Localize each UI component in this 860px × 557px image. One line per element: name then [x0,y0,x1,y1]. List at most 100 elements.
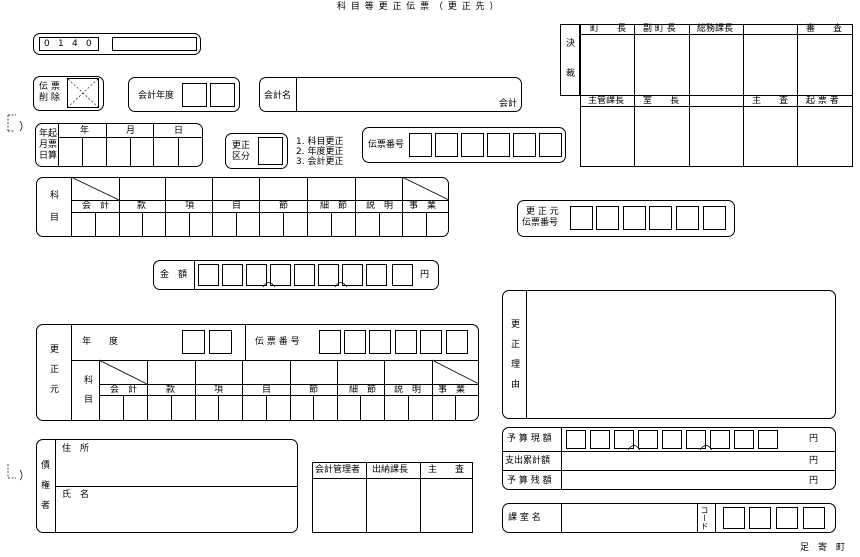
fiscal-year-cell[interactable] [182,83,207,107]
approval-side-label: 裁 [566,69,576,79]
footer-town: 足 寄 町 [800,543,846,553]
cross-mark-icon [67,78,99,108]
department-label: 課 室 名 [508,513,541,523]
budget-digit-cell[interactable] [734,430,754,449]
doc-digit: 0 [86,39,92,49]
approval-side-label: 決 [566,39,576,49]
diagonal-icon [431,359,480,385]
correction-type-label: 区分 [232,152,251,162]
budget-row-label: 予 算 残 額 [507,476,552,486]
code-digit-cell[interactable] [776,507,798,529]
voucher-digit-cell[interactable] [409,133,432,157]
original-voucher-no-cell[interactable] [319,330,341,354]
original-col-jigyou: 事 業 [438,385,466,395]
diagonal-icon [401,176,450,201]
code-digit-cell[interactable] [803,507,825,529]
correction-type-label: 更正 [232,141,251,151]
subject-table [36,177,449,237]
voucher-digit-cell[interactable] [487,133,510,157]
original-year-cell[interactable] [182,330,205,354]
amount-group [153,260,439,290]
voucher-digit-cell[interactable] [539,133,562,157]
original-voucher-no-cell[interactable] [420,330,442,354]
binding-mark-icon [7,464,23,481]
date-label: 日算 [39,151,58,161]
voucher-number-label: 伝票番号 [368,140,405,150]
reason-box[interactable] [502,290,836,419]
account-name-group [259,77,522,112]
original-voucher-no-label: 伝 票 番 号 [255,337,300,347]
original-voucher-cell[interactable] [676,206,699,230]
budget-unit: 円 [809,476,819,486]
reason-side-label: 理 [511,360,521,370]
original-subject-side: 目 [84,395,94,405]
amount-digit-cell[interactable] [392,264,413,286]
amount-digit-cell[interactable] [318,264,339,286]
date-label: 月票 [39,140,58,150]
approval-header-issuer: 起 票 者 [806,96,839,106]
subject-side-label: 目 [50,213,60,223]
approval-header-review: 審 査 [806,24,843,34]
doc-id-field[interactable] [112,37,197,51]
correction-type-input[interactable] [258,137,283,165]
signoff-grid [312,462,473,533]
year-label: 年 [80,126,90,136]
original-voucher-cell[interactable] [596,206,619,230]
budget-digit-cell[interactable] [662,430,682,449]
original-voucher-no-cell[interactable] [369,330,391,354]
voucher-number-group [362,127,566,163]
original-voucher-cell[interactable] [623,206,646,230]
budget-digit-cell[interactable] [758,430,778,449]
subject-col-account: 会 計 [82,201,110,211]
budget-digit-cell[interactable] [686,430,706,449]
code-digit-cell[interactable] [723,507,745,529]
correction-type-group [225,133,288,169]
original-voucher-cell[interactable] [570,206,593,230]
doc-number-group [33,33,201,55]
amount-digit-cell[interactable] [246,264,267,286]
correction-option: 2. 年度更正 [296,147,344,157]
signoff-header-chief: 主 査 [428,465,465,475]
budget-digit-cell[interactable] [638,430,658,449]
department-box [502,503,836,533]
fiscal-year-cell[interactable] [210,83,235,107]
code-digit-cell[interactable] [749,507,771,529]
original-voucher-no-cell[interactable] [344,330,366,354]
budget-digit-cell[interactable] [614,430,634,449]
subject-col-kou: 項 [185,201,195,211]
original-block [36,324,479,421]
amount-digit-cell[interactable] [198,264,219,286]
amount-digit-cell[interactable] [222,264,243,286]
budget-unit: 円 [809,434,819,444]
original-year-cell[interactable] [209,330,232,354]
original-voucher-cell[interactable] [703,206,726,230]
voucher-digit-cell[interactable] [461,133,484,157]
original-subject-side: 科 [84,376,94,386]
budget-digit-cell[interactable] [590,430,610,449]
original-voucher-cell[interactable] [649,206,672,230]
amount-digit-cell[interactable] [342,264,363,286]
subject-col-jigyou: 事 業 [409,201,437,211]
original-col-saisetsu: 細 節 [349,385,377,395]
original-col-setsumei: 説 明 [394,385,422,395]
creditor-side-label: 債 [41,461,51,471]
approval-header-manager: 主管課長 [588,96,625,106]
comma-mark-icon [334,282,348,288]
voucher-digit-cell[interactable] [435,133,458,157]
budget-digit-cell[interactable] [710,430,730,449]
amount-digit-cell[interactable] [270,264,291,286]
delete-checkbox[interactable] [67,78,99,108]
creditor-address-label: 住 所 [62,444,90,454]
budget-digit-cell[interactable] [566,430,586,449]
original-voucher-no-cell[interactable] [395,330,417,354]
original-col-account: 会 計 [110,385,138,395]
budget-unit: 円 [809,456,819,466]
voucher-digit-cell[interactable] [513,133,536,157]
date-label: 年起 [39,129,58,139]
amount-digit-cell[interactable] [294,264,315,286]
approval-header-chief: 主 査 [752,96,789,106]
reason-side-label: 更 [511,320,521,330]
amount-digit-cell[interactable] [366,264,387,286]
budget-row-label: 予 算 現 額 [507,434,552,444]
original-voucher-no-cell[interactable] [446,330,468,354]
